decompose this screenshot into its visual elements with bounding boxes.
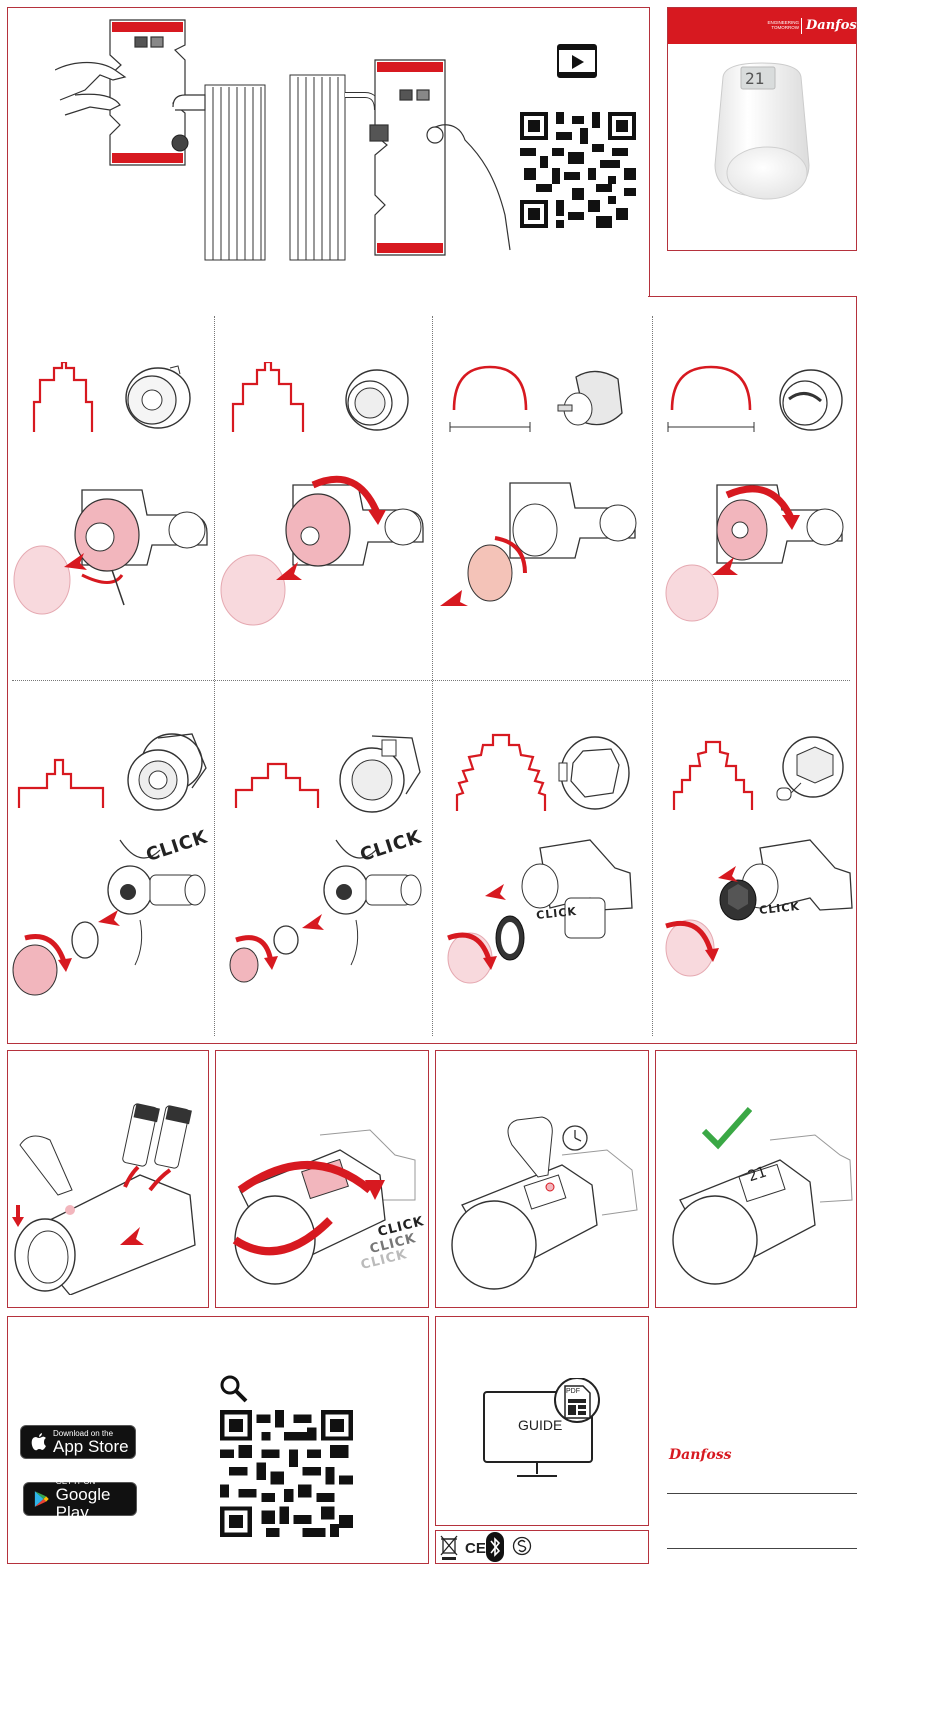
assembly-step-4 bbox=[662, 475, 852, 625]
brand-logo-footer: Danfoss bbox=[669, 1447, 732, 1463]
adapter-3 bbox=[556, 365, 628, 437]
valve-profile-2 bbox=[231, 362, 305, 434]
valve-profile-1 bbox=[32, 362, 94, 434]
adapter-6 bbox=[332, 730, 422, 816]
guide-label: GUIDE bbox=[518, 1417, 562, 1433]
app-store-button[interactable]: Download on the App Store bbox=[20, 1425, 136, 1459]
footer-line-1 bbox=[667, 1493, 857, 1494]
valve-profile-7 bbox=[455, 733, 547, 813]
valve-profile-5 bbox=[17, 758, 105, 810]
app-store-line2: App Store bbox=[53, 1438, 129, 1456]
assembly-step-2 bbox=[218, 470, 428, 635]
qr-code-app[interactable] bbox=[220, 1410, 353, 1537]
radiator-illustration bbox=[55, 15, 520, 265]
tagline-line2: TOMORROW bbox=[765, 25, 799, 30]
bluetooth-icon bbox=[486, 1532, 504, 1562]
apple-icon bbox=[31, 1433, 47, 1451]
assembly-step-3 bbox=[440, 478, 645, 618]
play-icon[interactable] bbox=[557, 44, 597, 78]
frame-gap-cover bbox=[8, 295, 648, 298]
assembly-step-8 bbox=[660, 838, 855, 988]
search-icon bbox=[220, 1375, 248, 1403]
pdf-label: PDF bbox=[566, 1388, 580, 1395]
divider-v3 bbox=[652, 316, 653, 1036]
recycling-symbol-icon bbox=[512, 1536, 532, 1556]
finished-thermostat-illustration bbox=[660, 1120, 855, 1300]
brand-logo-header: Danfoss bbox=[806, 18, 864, 33]
valve-profile-8 bbox=[672, 740, 754, 812]
divider-v1 bbox=[214, 316, 215, 1036]
adapter-1 bbox=[120, 360, 192, 432]
divider-v2 bbox=[432, 316, 433, 1036]
qr-code-video[interactable] bbox=[520, 112, 636, 228]
brand-divider bbox=[801, 18, 802, 34]
adapter-7 bbox=[555, 733, 633, 815]
adapter-5 bbox=[122, 728, 208, 814]
adapter-2 bbox=[340, 365, 410, 435]
footer-line-2 bbox=[667, 1548, 857, 1549]
battery-insert-illustration bbox=[10, 1095, 206, 1295]
adapter-4 bbox=[775, 365, 845, 435]
weee-bin-icon bbox=[440, 1534, 458, 1560]
divider-h bbox=[12, 680, 850, 681]
valve-profile-4 bbox=[666, 365, 756, 435]
valve-profile-6 bbox=[234, 760, 320, 810]
adapter-8 bbox=[775, 733, 847, 805]
google-play-icon bbox=[34, 1489, 50, 1509]
google-play-button[interactable]: GET IT ON Google Play bbox=[23, 1482, 137, 1516]
ce-mark: CE bbox=[465, 1540, 486, 1557]
press-button-illustration bbox=[442, 1115, 642, 1295]
rotate-head-illustration bbox=[220, 1120, 425, 1300]
product-display-value: 21 bbox=[745, 69, 764, 88]
assembly-step-1 bbox=[12, 475, 212, 625]
brand-tagline: ENGINEERING TOMORROW bbox=[765, 20, 799, 30]
valve-profile-3 bbox=[448, 365, 532, 435]
google-play-line2: Google Play bbox=[56, 1486, 136, 1522]
